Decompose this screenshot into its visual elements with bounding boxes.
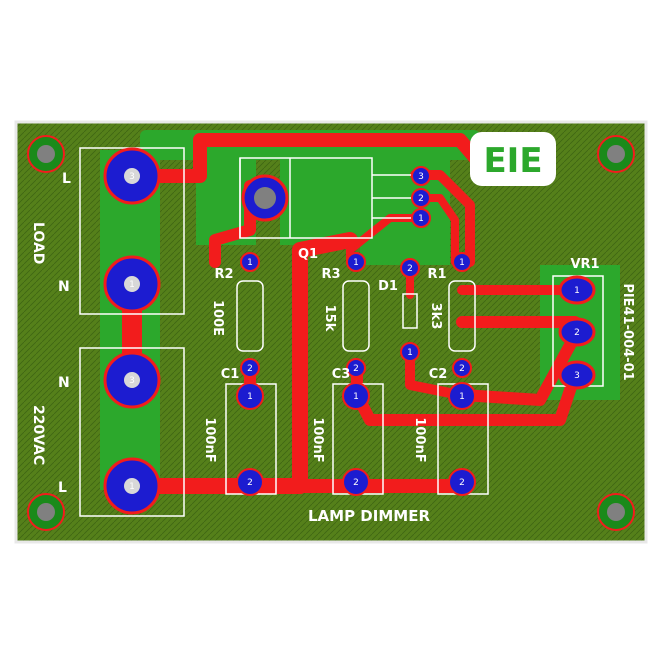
c2-pin1-number: 1 bbox=[459, 392, 465, 402]
q1-label: Q1 bbox=[298, 247, 318, 262]
r2-pin1-number: 1 bbox=[247, 258, 253, 268]
vr1-label: VR1 bbox=[570, 257, 599, 272]
r3-pin2-number: 2 bbox=[353, 364, 359, 374]
mount-holes bbox=[27, 135, 635, 531]
d1-label: D1 bbox=[378, 279, 398, 294]
silkscreen: L LOAD N N 220VAC L Q1 R2 100E R3 15k D1… bbox=[30, 171, 635, 525]
vr1-pin1-number: 1 bbox=[574, 286, 580, 296]
c2-pin2-number: 2 bbox=[459, 478, 465, 488]
mains-l-label: L bbox=[58, 480, 67, 496]
q1-pin3-number: 3 bbox=[418, 172, 424, 182]
pad-load-n-number: 1 bbox=[129, 280, 135, 290]
component-pads bbox=[236, 166, 596, 496]
pad-numbers: 3 1 3 1 3 2 1 1 2 1 2 1 2 2 1 1 2 1 2 1 … bbox=[129, 172, 580, 492]
vr1-pin2-number: 2 bbox=[574, 328, 580, 338]
r2-value: 100E bbox=[210, 300, 225, 336]
load-label: LOAD bbox=[30, 222, 46, 264]
r1-value: 3k3 bbox=[428, 303, 443, 330]
part-number-label: PIE41-004-01 bbox=[620, 283, 635, 380]
r3-label: R3 bbox=[321, 267, 340, 282]
load-n-label: N bbox=[58, 279, 70, 295]
pad-mains-l-number: 1 bbox=[129, 482, 135, 492]
r2-pin2-number: 2 bbox=[247, 364, 253, 374]
load-l-label: L bbox=[62, 171, 71, 187]
c3-label: C3 bbox=[332, 367, 351, 382]
mains-n-label: N bbox=[58, 375, 70, 391]
r3-pin1-number: 1 bbox=[353, 258, 359, 268]
q1-pin2-number: 2 bbox=[418, 194, 424, 204]
pad-load-l-number: 3 bbox=[129, 172, 135, 182]
d1-pin2-number: 2 bbox=[407, 264, 413, 274]
pad-mains-n-number: 3 bbox=[129, 376, 135, 386]
r1-pin2-number: 2 bbox=[459, 364, 465, 374]
q1-pin1-number: 1 bbox=[418, 214, 424, 224]
terminal-pads bbox=[103, 147, 289, 515]
r1-label: R1 bbox=[427, 267, 446, 282]
d1-pin1-number: 1 bbox=[407, 348, 413, 358]
c1-label: C1 bbox=[221, 367, 240, 382]
board-title: LAMP DIMMER bbox=[308, 507, 430, 525]
c3-pin2-number: 2 bbox=[353, 478, 359, 488]
c3-value: 100nF bbox=[310, 417, 325, 462]
c3-pin1-number: 1 bbox=[353, 392, 359, 402]
logo-text: EIE bbox=[483, 141, 542, 181]
eie-logo: EIE bbox=[470, 132, 556, 186]
c2-label: C2 bbox=[429, 367, 448, 382]
c1-value: 100nF bbox=[202, 417, 217, 462]
r1-pin1-number: 1 bbox=[459, 258, 465, 268]
c1-pin2-number: 2 bbox=[247, 478, 253, 488]
vr1-pin3-number: 3 bbox=[574, 371, 580, 381]
c2-value: 100nF bbox=[412, 417, 427, 462]
r3-value: 15k bbox=[322, 305, 337, 332]
mains-label: 220VAC bbox=[30, 405, 46, 465]
c1-pin1-number: 1 bbox=[247, 392, 253, 402]
r2-label: R2 bbox=[214, 267, 233, 282]
